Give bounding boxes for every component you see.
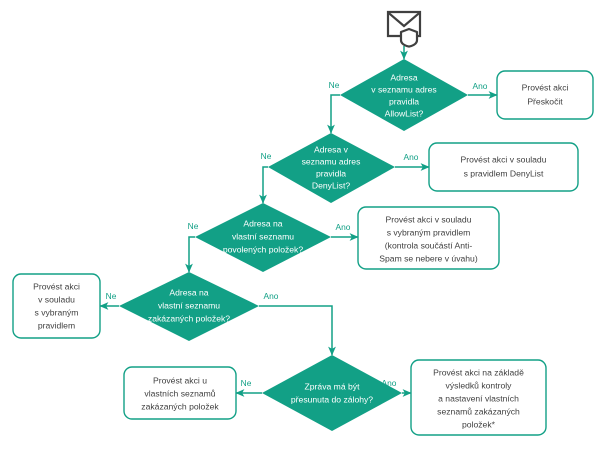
email-shield-icon [386, 10, 422, 48]
process-antispam-line-4: Spam se nebere v úvahu) [379, 253, 478, 263]
decision-denylist-line-4: DenyList? [312, 180, 350, 190]
process-own-blocked-line-3: zakázaných položek [141, 401, 219, 411]
decision-own-blocked-line-1: Adresa na [169, 287, 208, 297]
decision-allowlist-line-2: v seznamu adres [371, 84, 436, 94]
decision-allowlist[interactable]: Adresa v seznamu adres pravidla AllowLis… [340, 59, 468, 131]
process-own-blocked-lists-action[interactable]: Provést akci u vlastních seznamů zakázan… [123, 366, 237, 420]
decision-denylist-line-3: pravidla [316, 168, 346, 178]
connector-own-blocked-yes [259, 305, 336, 356]
process-selected-rule-line-1: Provést akci [33, 281, 80, 291]
edge-label-denylist-yes: Ano [404, 152, 419, 162]
process-check-result-line-1: Provést akci na základě [433, 367, 524, 377]
edge-label-own-blocked-yes: Ano [264, 291, 279, 301]
process-own-blocked-line-1: Provést akci u [153, 375, 207, 385]
decision-allowlist-line-1: Adresa [390, 72, 417, 82]
edge-label-own-blocked-no: Ne [106, 291, 117, 301]
process-check-result-line-4: seznamů zakázaných [437, 406, 520, 416]
edge-label-denylist-no: Ne [261, 151, 272, 161]
process-check-result-line-2: výsledků kontroly [446, 380, 513, 390]
decision-own-allowed-line-3: povolených položek? [223, 244, 303, 254]
decision-own-allowed-list[interactable]: Adresa na vlastní seznamu povolených pol… [195, 203, 331, 272]
process-check-result-action[interactable]: Provést akci na základě výsledků kontrol… [410, 359, 547, 436]
connector-allowlist-no [327, 94, 340, 134]
decision-denylist[interactable]: Adresa v seznamu adres pravidla DenyList… [268, 133, 395, 203]
process-denylist-line-1: Provést akci v souladu [461, 154, 547, 164]
edge-label-own-allowed-no: Ne [188, 221, 199, 231]
connector-denylist-no [259, 166, 268, 204]
edge-label-allowlist-yes: Ano [473, 81, 488, 91]
process-skip-line-1: Provést akci [522, 82, 569, 92]
process-denylist-line-2: s pravidlem DenyList [464, 168, 544, 178]
process-denylist-action[interactable]: Provést akci v souladu s pravidlem DenyL… [428, 142, 579, 192]
decision-backup-line-1: Zpráva má být [305, 381, 361, 391]
process-selected-rule-line-3: s vybraným [35, 307, 79, 317]
process-selected-rule-antispam[interactable]: Provést akci v souladu s vybraným pravid… [357, 206, 500, 270]
connector-own-allowed-no [185, 236, 195, 273]
edge-label-backup-yes: Ano [382, 378, 397, 388]
process-check-result-line-3: a nastavení vlastních [438, 393, 519, 403]
decision-denylist-line-1: Adresa v [314, 144, 349, 154]
decision-own-allowed-line-2: vlastní seznamu [232, 231, 294, 241]
process-antispam-line-2: s vybraným pravidlem [387, 227, 471, 237]
process-selected-rule[interactable]: Provést akci v souladu s vybraným pravid… [12, 273, 101, 339]
process-antispam-line-3: (kontrola součástí Anti- [385, 240, 473, 250]
decision-backup-line-2: přesunuta do zálohy? [291, 394, 373, 404]
decision-move-to-backup[interactable]: Zpráva má být přesunuta do zálohy? [262, 355, 402, 431]
process-antispam-line-1: Provést akci v souladu [386, 214, 472, 224]
decision-allowlist-line-4: AllowList? [385, 108, 424, 118]
decision-own-blocked-line-2: vlastní seznamu [158, 300, 220, 310]
decision-own-blocked-list[interactable]: Adresa na vlastní seznamu zakázaných pol… [119, 272, 259, 341]
decision-allowlist-line-3: pravidla [389, 96, 419, 106]
process-own-blocked-line-2: vlastních seznamů [144, 388, 215, 398]
decision-own-allowed-line-1: Adresa na [243, 218, 282, 228]
process-check-result-line-5: položek* [462, 419, 496, 429]
decision-own-blocked-line-3: zakázaných položek? [148, 313, 230, 323]
edge-label-allowlist-no: Ne [329, 80, 340, 90]
decision-denylist-line-2: seznamu adres [302, 156, 361, 166]
edge-label-backup-no: Ne [241, 378, 252, 388]
process-selected-rule-line-4: pravidlem [38, 320, 75, 330]
process-skip-action[interactable]: Provést akci Přeskočit [496, 70, 594, 120]
edge-label-own-allowed-yes: Ano [336, 222, 351, 232]
process-skip-line-2: Přeskočit [527, 96, 563, 106]
process-selected-rule-line-2: v souladu [38, 294, 75, 304]
